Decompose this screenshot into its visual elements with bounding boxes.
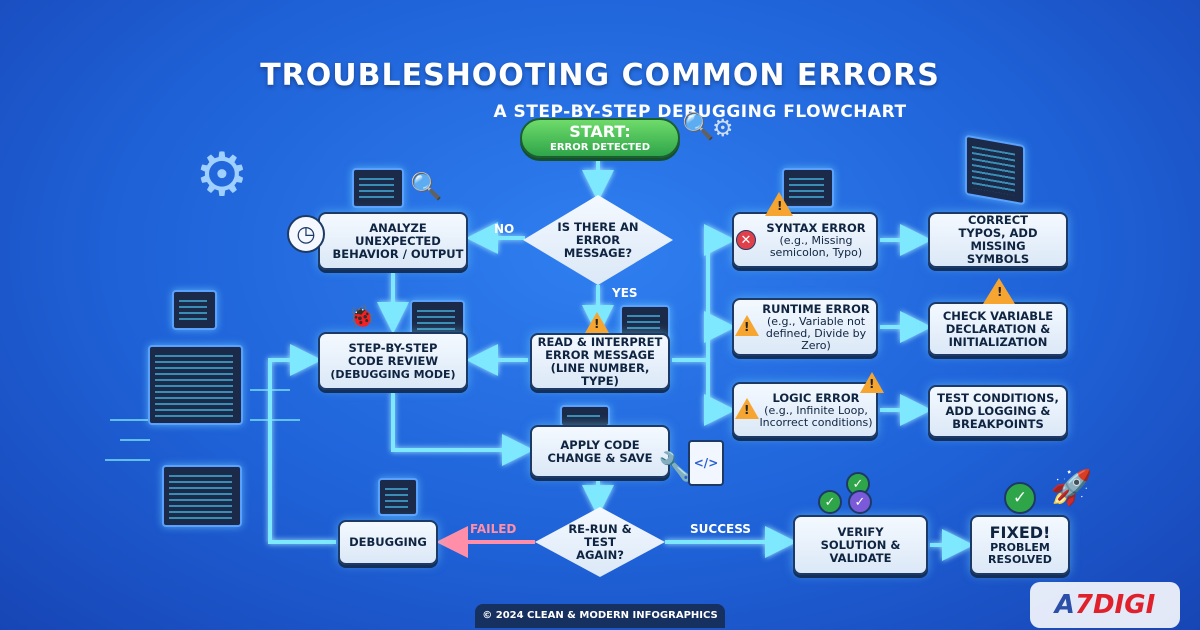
verify-node: VERIFY SOLUTION & VALIDATE [793, 515, 928, 575]
edge-label-failed: FAILED [470, 522, 517, 536]
wrench-icon: 🔧 [658, 450, 693, 483]
fix-logic-node: TEST CONDITIONS, ADD LOGGING & BREAKPOIN… [928, 385, 1068, 438]
code-review-node: STEP-BY-STEP CODE REVIEW(DEBUGGING MODE) [318, 332, 468, 390]
error-x-icon: ✕ [736, 230, 756, 250]
gears-icon: ⚙ [195, 140, 249, 210]
fixed-node: FIXED!PROBLEM RESOLVED [970, 515, 1070, 575]
code-window-icon [560, 405, 610, 427]
warning-icon: ! [735, 398, 759, 419]
magnifier-icon: 🔍 [410, 172, 443, 202]
code-window-icon [378, 478, 418, 516]
debugging-node: DEBUGGING [338, 520, 438, 565]
edge-debug-review [268, 344, 336, 544]
page-subtitle: A STEP-BY-STEP DEBUGGING FLOWCHART [493, 102, 907, 122]
edge-label-yes: YES [612, 286, 638, 300]
warning-icon: ! [735, 315, 759, 336]
syntax-error-node: SYNTAX ERROR(e.g., Missing semicolon, Ty… [732, 212, 878, 268]
page-title: TROUBLESHOOTING COMMON ERRORS [260, 58, 940, 93]
bug-icon: 🐞 [348, 305, 376, 330]
edge-label-success: SUCCESS [690, 522, 751, 536]
code-window-icon [352, 168, 404, 208]
fix-runtime-node: CHECK VARIABLE DECLARATION & INITIALIZAT… [928, 302, 1068, 356]
edge-review-apply [391, 392, 534, 466]
rocket-icon: 🚀 [1050, 468, 1093, 508]
file-code-icon: </> [688, 440, 724, 486]
warning-icon: ! [983, 278, 1015, 304]
fix-syntax-node: CORRECT TYPOS, ADD MISSING SYMBOLS [928, 212, 1068, 268]
warning-icon: ! [765, 192, 793, 216]
magnifier-icon: 🔍 [682, 112, 715, 142]
warning-icon: ! [860, 372, 884, 393]
code-window-icon [162, 465, 242, 527]
code-window-icon [172, 290, 217, 330]
clock-icon: ◷ [287, 215, 325, 253]
check-icon: ✓ [818, 490, 842, 514]
edge-read-logic [704, 360, 736, 426]
start-node: START: ERROR DETECTED [520, 118, 680, 158]
decision-error-message: IS THERE AN ERROR MESSAGE? [523, 195, 673, 285]
gear-icon: ⚙ [712, 114, 734, 142]
check-icon: ✓ [1004, 482, 1036, 514]
code-window-icon [148, 345, 243, 425]
footer-credit: © 2024 CLEAN & MODERN INFOGRAPHICS [475, 604, 725, 628]
decision-rerun: RE-RUN & TEST AGAIN? [535, 507, 665, 577]
edge-label-no: NO [494, 222, 515, 236]
code-window-icon [965, 134, 1025, 206]
code-window-icon [782, 168, 834, 208]
warning-icon: ! [585, 312, 609, 333]
apply-change-node: APPLY CODE CHANGE & SAVE [530, 425, 670, 478]
edge-read-syntax [672, 224, 736, 362]
read-error-node: READ & INTERPRET ERROR MESSAGE(LINE NUMB… [530, 333, 670, 390]
check-icon: ✓ [848, 490, 872, 514]
analyze-behavior-node: ANALYZE UNEXPECTED BEHAVIOR / OUTPUT [318, 212, 468, 270]
